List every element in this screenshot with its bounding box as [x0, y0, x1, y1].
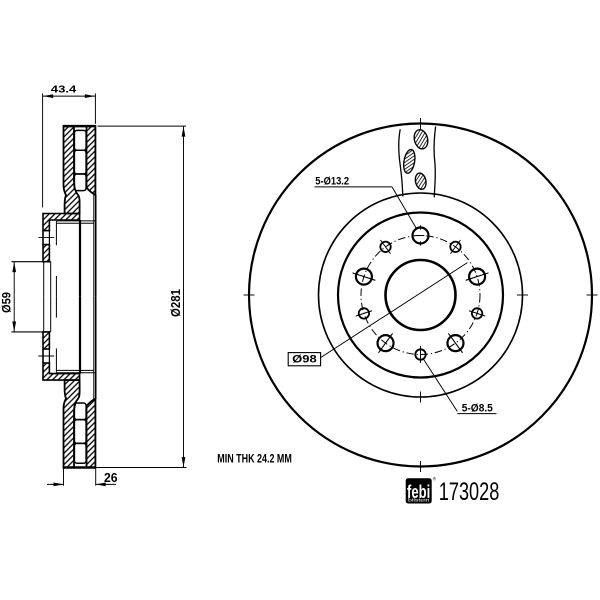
svg-text:Ø281: Ø281	[169, 289, 183, 317]
svg-text:5-Ø8.5: 5-Ø8.5	[462, 402, 493, 414]
svg-text:Ø59: Ø59	[2, 292, 14, 313]
svg-text:43.4: 43.4	[51, 84, 77, 96]
svg-text:Ø98: Ø98	[292, 354, 317, 366]
svg-text:5-Ø13.2: 5-Ø13.2	[315, 176, 349, 188]
svg-text:MIN THK 24.2 MM: MIN THK 24.2 MM	[217, 453, 291, 465]
svg-text:26: 26	[104, 471, 118, 485]
svg-text:®: ®	[433, 476, 437, 482]
svg-text:febi: febi	[407, 482, 430, 502]
svg-text:bilstein: bilstein	[408, 497, 430, 503]
svg-text:173028: 173028	[439, 478, 500, 506]
